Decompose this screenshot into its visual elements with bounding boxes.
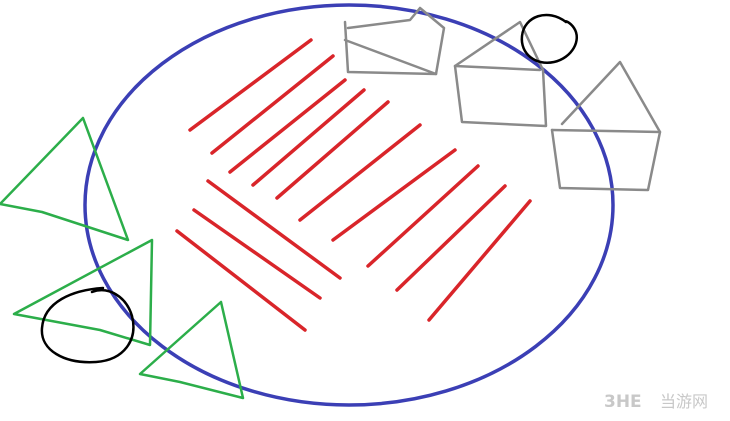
hatch-line (192, 208, 322, 300)
hatch-line (275, 100, 390, 200)
watermark-logo-text: 3HE (604, 392, 642, 412)
hatch-line (395, 184, 507, 292)
hatch-line (366, 164, 480, 268)
green-triangle-1 (0, 116, 130, 242)
gray-house-2 (453, 20, 548, 128)
black-circle-small (520, 13, 579, 65)
watermark-brand-text: 当游网 (660, 392, 708, 411)
watermark: 3HE 当游网 (604, 392, 708, 412)
gray-house-1 (343, 6, 446, 76)
gray-house-3 (550, 60, 662, 192)
hatch-line (251, 88, 366, 187)
hatch-line (228, 78, 347, 174)
hatch-line (210, 54, 335, 155)
hatch-line (427, 199, 532, 322)
green-triangle-2 (12, 238, 154, 347)
blue-ellipse (83, 3, 615, 407)
hatch-line (206, 179, 342, 280)
hatch-line (188, 38, 313, 132)
red-hatch-group (175, 38, 532, 332)
hatch-line (298, 123, 422, 222)
green-triangle-3 (138, 300, 245, 400)
hatch-line (331, 148, 457, 242)
black-circle-large (40, 286, 135, 364)
hatch-line (175, 229, 307, 332)
